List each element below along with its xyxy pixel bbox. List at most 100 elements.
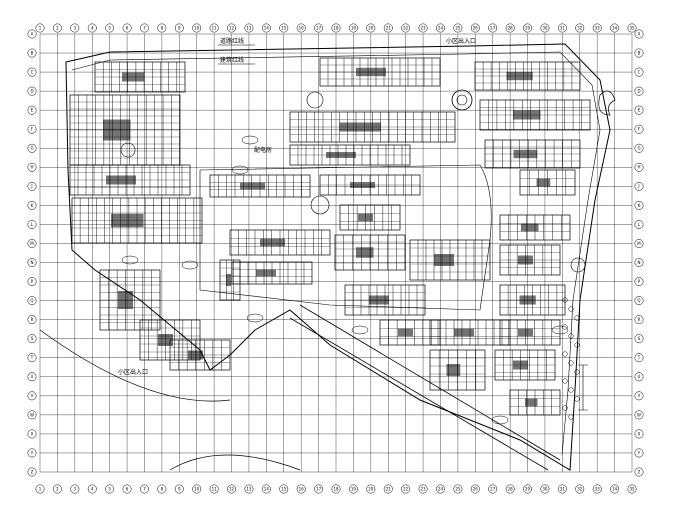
grid-bubble-col xyxy=(174,484,184,494)
grid-bubble-col xyxy=(610,23,620,33)
tree-symbol xyxy=(574,315,580,321)
grid-bubble-row-label: U xyxy=(638,374,641,379)
building-core xyxy=(256,269,276,277)
building-core xyxy=(521,223,539,232)
grid-bubble-row xyxy=(27,334,37,344)
grid-bubble-col xyxy=(70,484,80,494)
grid-bubble-col-label: 24 xyxy=(438,25,444,30)
tree-symbol xyxy=(562,378,568,384)
grid-bubble-row-label: R xyxy=(638,317,641,322)
grid-bubble-row-label: S xyxy=(638,336,641,341)
grid-bubble-row-label: H xyxy=(30,165,33,170)
grid-bubble-col-label: 5 xyxy=(108,25,111,30)
grid-bubble-col xyxy=(418,484,428,494)
grid-bubble-col-label: 8 xyxy=(161,486,164,491)
grid-bubble-col-label: 15 xyxy=(281,25,287,30)
grid-bubble-col-label: 15 xyxy=(281,486,287,491)
grid-bubble-col-label: 22 xyxy=(403,486,409,491)
grid-bubble-col-label: 24 xyxy=(438,486,444,491)
grid-bubble-col xyxy=(557,23,567,33)
grid-bubble-col xyxy=(314,484,324,494)
grid-bubble-row xyxy=(634,124,644,134)
grid-bubble-col xyxy=(296,23,306,33)
grid-bubble-row xyxy=(27,181,37,191)
grid-bubble-row xyxy=(634,448,644,458)
building-core xyxy=(536,178,551,187)
grid-bubble-col xyxy=(105,23,115,33)
grid-bubble-col xyxy=(592,23,602,33)
dimension-line xyxy=(578,364,588,411)
grid-bubble-row xyxy=(27,429,37,439)
grid-bubble-row-label: U xyxy=(31,374,34,379)
roundabout-mid xyxy=(310,195,330,215)
grid-bubble-row xyxy=(27,67,37,77)
building-core xyxy=(118,291,133,309)
grid-bubble-col-label: 29 xyxy=(525,486,531,491)
grid-bubble-col xyxy=(174,23,184,33)
landscape-loop xyxy=(121,255,139,265)
grid-bubble-col xyxy=(470,23,480,33)
building-core xyxy=(106,175,136,185)
grid-bubble-col-label: 28 xyxy=(508,486,514,491)
building-footprint xyxy=(339,204,401,231)
grid-bubble-row xyxy=(27,467,37,477)
grid-bubble-col-label: 5 xyxy=(108,486,111,491)
grid-bubble-col-label: 18 xyxy=(333,25,339,30)
grid-bubble-col xyxy=(261,23,271,33)
grid-bubble-col xyxy=(470,484,480,494)
grid-bubble-col xyxy=(523,23,532,33)
landscape-loop xyxy=(551,325,569,335)
grid-bubble-row xyxy=(27,372,37,382)
building-core xyxy=(356,247,374,258)
landscape-loop xyxy=(241,135,259,145)
grid-bubble-row xyxy=(27,105,37,115)
tree-symbol xyxy=(562,351,568,357)
grid-bubble-col xyxy=(209,23,219,33)
grid-bubble-col xyxy=(157,23,167,33)
building-core xyxy=(188,350,203,360)
building-core xyxy=(326,152,356,158)
grid-bubble-col-label: 7 xyxy=(143,25,146,30)
label-top-1: 道路红线 xyxy=(220,37,244,45)
grid-bubble-col xyxy=(575,484,585,494)
grid-bubble-row xyxy=(27,353,37,363)
grid-bubble-col-label: 33 xyxy=(595,486,601,491)
grid-bubble-col xyxy=(366,23,376,33)
grid-bubble-col xyxy=(488,23,498,33)
grid-bubble-row-label: A xyxy=(31,31,34,36)
landscape-loop xyxy=(231,165,249,175)
roundabout-east xyxy=(570,257,586,273)
grid-bubble-row xyxy=(27,391,37,401)
grid-bubble-row-label: R xyxy=(31,317,34,322)
building-core xyxy=(356,67,386,77)
grid-bubble-row xyxy=(634,219,644,229)
landscape-loop xyxy=(351,325,369,335)
grid-bubble-row xyxy=(634,29,644,39)
inner-boundary xyxy=(71,51,601,456)
grid-bubble-col xyxy=(296,484,306,494)
grid-bubble-col-label: 16 xyxy=(299,486,305,491)
grid-bubble-row-label: F xyxy=(638,127,641,132)
center-label: 配电房 xyxy=(254,146,272,154)
axis-bubbles: 1122334455667788991010111112121313141415… xyxy=(27,23,644,494)
grid-bubble-col xyxy=(436,484,445,494)
grid-bubble-row-label: F xyxy=(31,127,34,132)
grid-bubble-col-label: 28 xyxy=(508,25,514,30)
grid-bubble-col-label: 4 xyxy=(91,486,94,491)
building-core xyxy=(513,110,541,120)
grid-bubble-col-label: 14 xyxy=(264,25,270,30)
grid-bubble-col xyxy=(331,23,341,33)
grid-bubble-col-label: 17 xyxy=(316,25,322,30)
grid-bubble-col-label: 17 xyxy=(316,486,322,491)
grid-bubble-col-label: 21 xyxy=(386,486,392,491)
grid-bubble-col xyxy=(157,484,167,494)
grid-bubble-col-label: 25 xyxy=(455,486,461,491)
grid-bubble-row-label: Q xyxy=(637,298,640,303)
grid-bubble-col xyxy=(436,23,445,33)
grid-bubble-col-label: 12 xyxy=(229,486,235,491)
grid-bubble-col xyxy=(401,23,411,33)
grid-bubble-row-label: W xyxy=(637,412,641,417)
grid-bubble-col-label: 35 xyxy=(629,486,635,491)
tree-symbol xyxy=(568,387,574,393)
grid-bubble-col-label: 16 xyxy=(299,25,305,30)
